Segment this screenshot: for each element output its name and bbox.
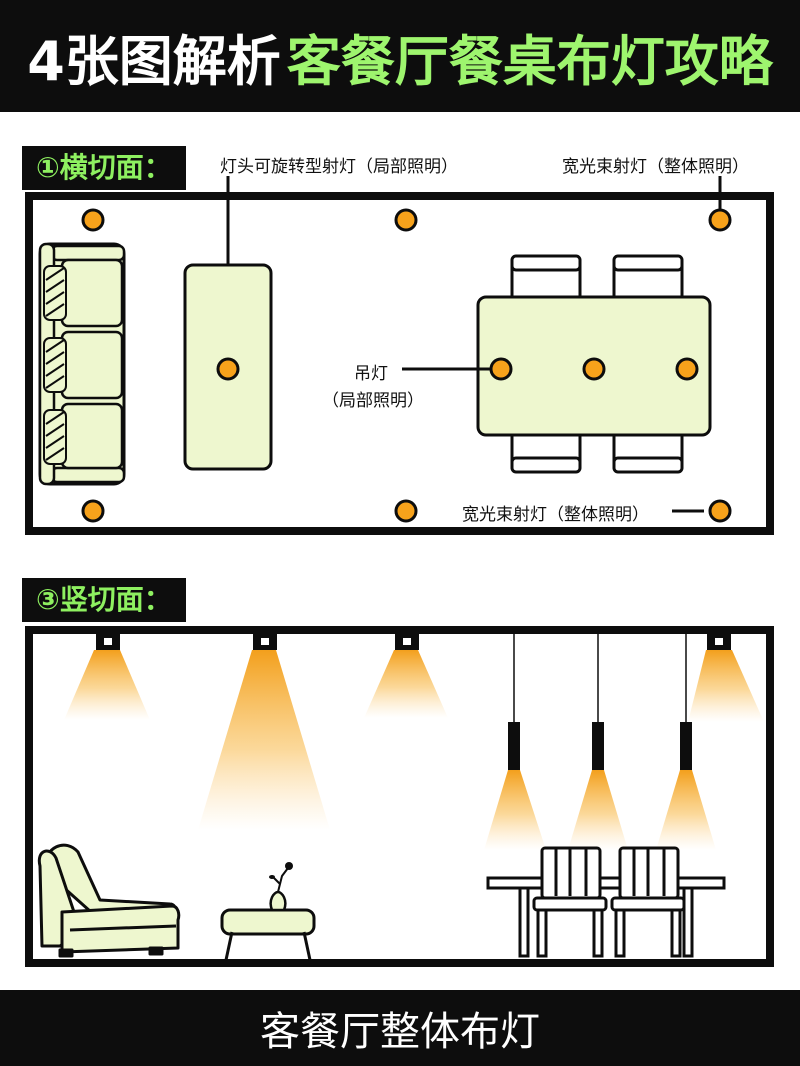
title-highlight: 客餐厅餐桌布灯攻略	[286, 29, 773, 93]
light-beam	[688, 650, 764, 722]
light-beam	[364, 650, 448, 718]
callout-wide-beam-top: 宽光束射灯（整体照明）	[562, 157, 749, 177]
pendant-beam	[484, 770, 546, 850]
callout-pendant: 吊灯	[354, 364, 388, 384]
section-label-horizontal: ①横切面：	[22, 146, 186, 190]
spotlight-dot	[708, 499, 732, 523]
pendant-dot	[582, 357, 606, 381]
spotlight-dot	[81, 499, 105, 523]
armchair-elevation	[37, 843, 181, 958]
callout-rotating-spotlight: 灯头可旋转型射灯（局部照明）	[220, 157, 458, 177]
pendant-lamp	[508, 722, 520, 770]
vase-icon	[269, 862, 293, 912]
pendant-beam	[568, 770, 628, 850]
pendant-beam	[656, 770, 716, 850]
section-label-vertical: ③竖切面：	[22, 578, 186, 622]
callout-wide-beam-bottom: 宽光束射灯（整体照明）	[462, 505, 649, 525]
pendant-dot	[489, 357, 513, 381]
spotlight-dot	[708, 208, 732, 232]
dining-set-elevation	[486, 846, 726, 958]
pendant-lamp	[592, 722, 604, 770]
light-beam	[198, 650, 330, 830]
spotlight-dot	[394, 499, 418, 523]
pendant-dot	[675, 357, 699, 381]
pendant-lamp	[680, 722, 692, 770]
spotlight-dot	[394, 208, 418, 232]
rotating-spotlight-dot	[216, 357, 240, 381]
callout-pendant-sub: （局部照明）	[322, 391, 424, 411]
side-table-elevation	[220, 908, 316, 961]
sofa-plan	[38, 242, 126, 486]
room-outline-elevation	[25, 626, 774, 967]
title-prefix: 4张图解析	[27, 29, 281, 93]
spotlight-dot	[81, 208, 105, 232]
title-bar: 4张图解析 客餐厅餐桌布灯攻略	[0, 0, 800, 112]
footer-caption: 客餐厅整体布灯	[0, 990, 800, 1066]
light-beam	[64, 650, 150, 720]
room-outline-plan	[25, 192, 774, 535]
